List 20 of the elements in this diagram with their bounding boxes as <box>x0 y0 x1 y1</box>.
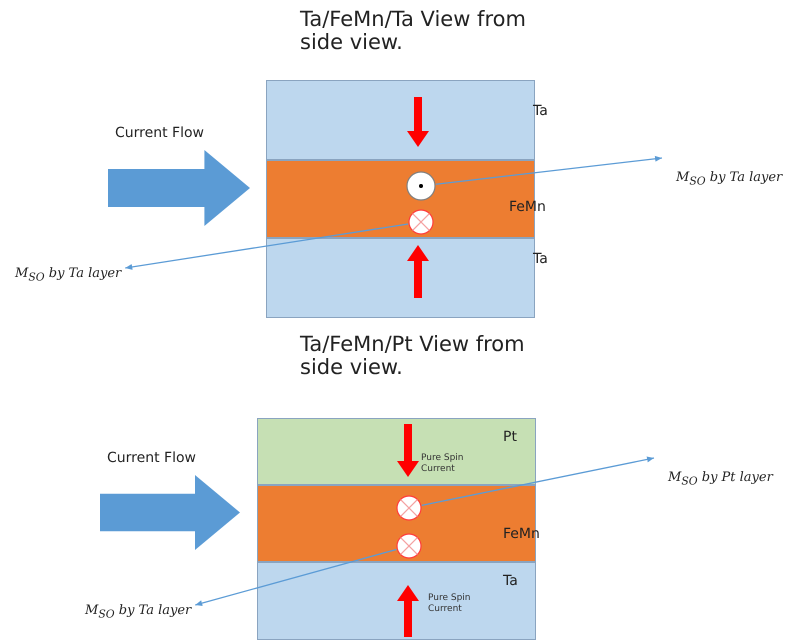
layer-name: Ta <box>533 103 548 119</box>
moment-label: M$_{SO}$ by Pt layer <box>668 470 773 488</box>
layer-note: Pure Spin Current <box>428 593 472 615</box>
layer-note: Pure Spin Current <box>421 453 465 475</box>
moment-label: M$_{SO}$ by Ta layer <box>15 266 122 284</box>
leader-line <box>436 156 662 185</box>
moment-label: M$_{SO}$ by Ta layer <box>676 170 782 188</box>
leader-line <box>422 456 654 506</box>
moment-label: M$_{SO}$ by Ta layer <box>85 603 192 621</box>
layer-name: Ta <box>503 573 518 589</box>
view-heading: Ta/FeMn/Pt View from side view. <box>300 333 526 379</box>
layer-name: Pt <box>503 429 517 445</box>
current-flow-label: Current Flow <box>115 125 204 141</box>
current-flow-label: Current Flow <box>107 450 196 466</box>
leader-line <box>195 548 397 606</box>
view-heading: Ta/FeMn/Ta View from side view. <box>300 8 527 54</box>
layer-band <box>257 562 536 640</box>
layer-name: Ta <box>533 251 548 267</box>
layer-band <box>257 418 536 485</box>
leader-line <box>125 223 408 270</box>
